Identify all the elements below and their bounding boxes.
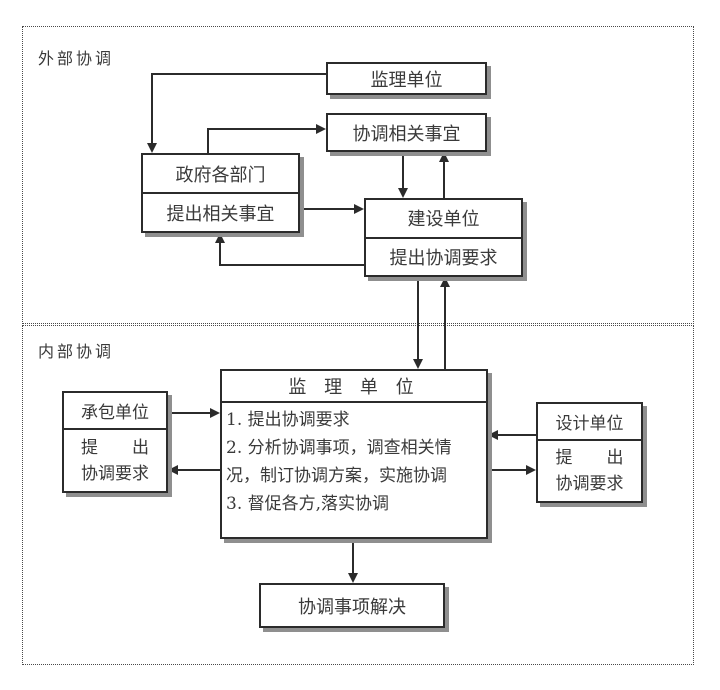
- node-designer-line1: 提 出: [555, 448, 624, 468]
- internal-section-frame: [22, 325, 694, 665]
- arrow-government-to-coordinate: [207, 128, 209, 154]
- arrow-contractor-to-supervision-head: [210, 408, 220, 418]
- node-coordinate-matters: 协调相关事宜: [326, 113, 487, 152]
- arrow-government-to-coordinate: [207, 128, 317, 130]
- node-contractor-body: 提 出 协调要求: [64, 430, 166, 491]
- list-item: 1. 提出协调要求: [226, 410, 350, 430]
- arrow-supervision-to-contractor: [177, 469, 220, 471]
- node-supervisor-top: 监理单位: [326, 62, 487, 95]
- node-government-subtitle: 提出相关事宜: [166, 203, 275, 225]
- arrow-supervision-to-contractor-head: [168, 465, 178, 475]
- arrow-construction-to-supervision: [417, 277, 419, 360]
- node-contractor-line2: 协调要求: [81, 463, 149, 484]
- arrow-designer-to-supervision-head: [488, 430, 498, 440]
- node-supervisor-top-label: 监理单位: [370, 69, 443, 91]
- node-construction-title: 建设单位: [366, 200, 521, 239]
- node-designer-body: 提 出 协调要求: [538, 441, 641, 501]
- node-resolved-label: 协调事项解决: [298, 596, 406, 618]
- arrow-supervision-to-construction: [444, 286, 446, 370]
- arrow-supervision-to-resolved-head: [348, 573, 358, 583]
- node-coordinate-matters-label: 协调相关事宜: [352, 123, 461, 145]
- arrow-supervision-to-construction-head: [440, 277, 450, 287]
- arrow-construction-to-coordinate: [443, 161, 445, 199]
- arrow-supervisor-to-government: [152, 73, 327, 75]
- arrow-construction-to-government: [219, 264, 365, 266]
- arrow-supervision-to-designer-head: [526, 465, 536, 475]
- arrow-construction-to-government-head: [215, 233, 225, 243]
- external-section-label: 外部协调: [38, 49, 115, 68]
- node-supervisor-main-list: 1. 提出协调要求 2. 分析协调事项，调查相关情况，制订协调方案，实施协调 3…: [222, 403, 486, 537]
- arrow-supervision-to-designer: [488, 469, 527, 471]
- arrow-contractor-to-supervision: [168, 412, 211, 414]
- node-contractor-line1: 提 出: [81, 437, 149, 458]
- arrow-supervisor-to-government-head: [147, 143, 157, 153]
- list-item: 2. 分析协调事项，调查相关情况，制订协调方案，实施协调: [226, 438, 452, 486]
- node-supervisor-main: 监 理 单 位 1. 提出协调要求 2. 分析协调事项，调查相关情况，制订协调方…: [220, 369, 488, 539]
- node-government-title: 政府各部门: [143, 155, 298, 194]
- arrow-coordinate-to-construction: [402, 152, 404, 189]
- arrow-designer-to-supervision: [497, 434, 536, 436]
- node-contractor-title: 承包单位: [64, 393, 166, 430]
- node-designer-title: 设计单位: [538, 404, 641, 441]
- arrow-coordinate-to-construction-head: [398, 188, 408, 198]
- node-designer: 设计单位 提 出 协调要求: [536, 402, 643, 503]
- list-item: 3. 督促各方,落实协调: [226, 494, 390, 514]
- arrow-government-to-construction: [300, 208, 355, 210]
- node-construction-subtitle: 提出协调要求: [389, 247, 498, 269]
- arrow-construction-to-coordinate-head: [439, 152, 449, 162]
- arrow-construction-to-government: [219, 242, 221, 266]
- arrow-construction-to-supervision-head: [413, 359, 423, 369]
- node-supervisor-main-title: 监 理 单 位: [222, 371, 486, 403]
- node-designer-line2: 协调要求: [555, 474, 624, 494]
- external-section-frame: [22, 26, 694, 324]
- internal-section-label: 内部协调: [38, 342, 115, 361]
- arrow-government-to-coordinate-head: [316, 124, 326, 134]
- arrow-supervisor-to-government: [151, 73, 153, 144]
- node-construction: 建设单位 提出协调要求: [364, 198, 523, 277]
- arrow-supervision-to-resolved: [352, 539, 354, 574]
- node-contractor: 承包单位 提 出 协调要求: [62, 391, 168, 493]
- node-government: 政府各部门 提出相关事宜: [141, 153, 300, 233]
- node-resolved: 协调事项解决: [259, 583, 445, 628]
- arrow-government-to-construction-head: [354, 204, 364, 214]
